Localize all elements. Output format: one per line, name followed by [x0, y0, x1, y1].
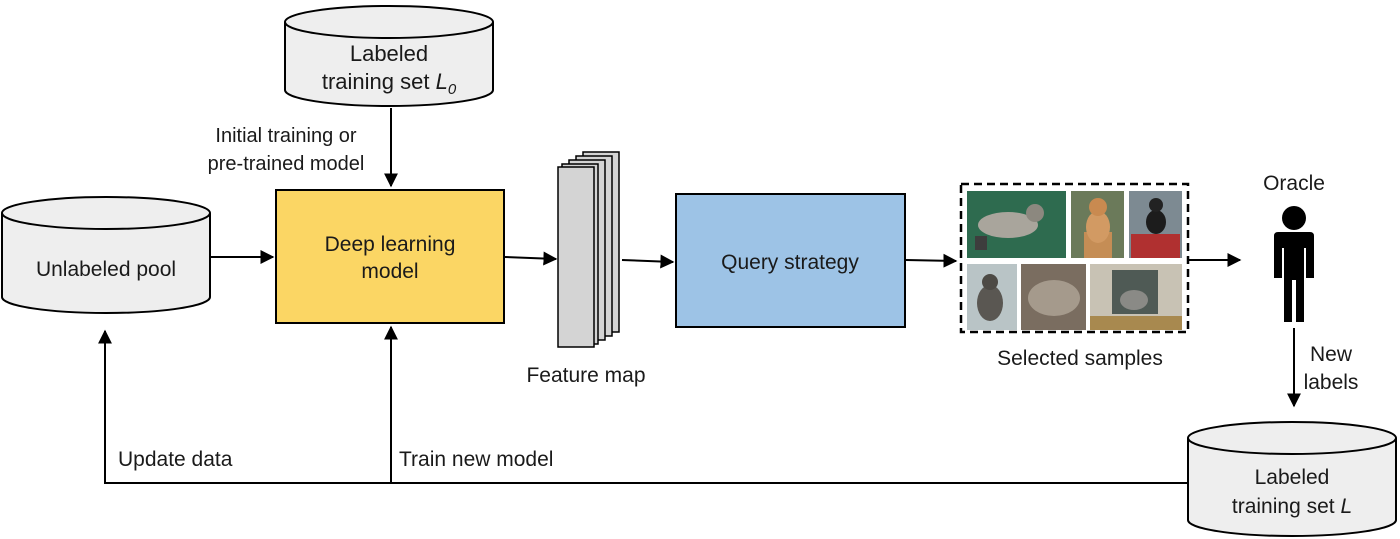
unlabeled-pool: Unlabeled pool [1, 196, 211, 314]
selected-samples-label: Selected samples [997, 347, 1163, 370]
initial-training-label-line1: Initial training or [215, 125, 357, 147]
query-strategy: Query strategy [675, 193, 906, 328]
new-labels-line1: New [1310, 343, 1353, 366]
arrow-update-data [98, 329, 1187, 484]
initial-training-label-line2: pre-trained model [208, 153, 365, 175]
unlabeled-pool-label: Unlabeled pool [36, 258, 176, 281]
arrow-feature-map-to-query [621, 254, 675, 269]
model-label-line2: model [361, 260, 418, 283]
sample-photo-5 [1021, 264, 1086, 330]
feature-map-label: Feature map [526, 364, 645, 387]
labeled-l-line1: Labeled [1255, 466, 1330, 489]
arrow-query-to-samples [905, 253, 958, 268]
feature-map [557, 151, 620, 348]
sample-photo-6 [1090, 264, 1182, 330]
sample-photo-1 [967, 191, 1066, 258]
update-data-label: Update data [118, 448, 233, 471]
sample-photo-4 [967, 264, 1017, 330]
oracle-label: Oracle [1263, 172, 1325, 195]
sample-photo-3 [1129, 191, 1182, 258]
selected-samples [959, 182, 1190, 334]
new-labels-line2: labels [1304, 371, 1359, 394]
query-strategy-label: Query strategy [721, 251, 859, 274]
deep-learning-model: Deep learning model [275, 189, 505, 324]
labeled-l-line2: training set L [1232, 495, 1352, 518]
model-label-line1: Deep learning [325, 233, 456, 256]
labeled-training-set-l: Labeled training set L [1187, 421, 1397, 537]
person-icon [1274, 206, 1314, 322]
labeled-l0-line1: Labeled [350, 41, 428, 66]
sample-photo-2 [1071, 191, 1124, 258]
arrow-model-to-feature-map [504, 251, 558, 266]
train-new-model-label: Train new model [399, 448, 553, 471]
labeled-l0-line2: training set L0 [322, 69, 457, 98]
labeled-training-set-l0: Labeled training set L0 [284, 5, 494, 107]
